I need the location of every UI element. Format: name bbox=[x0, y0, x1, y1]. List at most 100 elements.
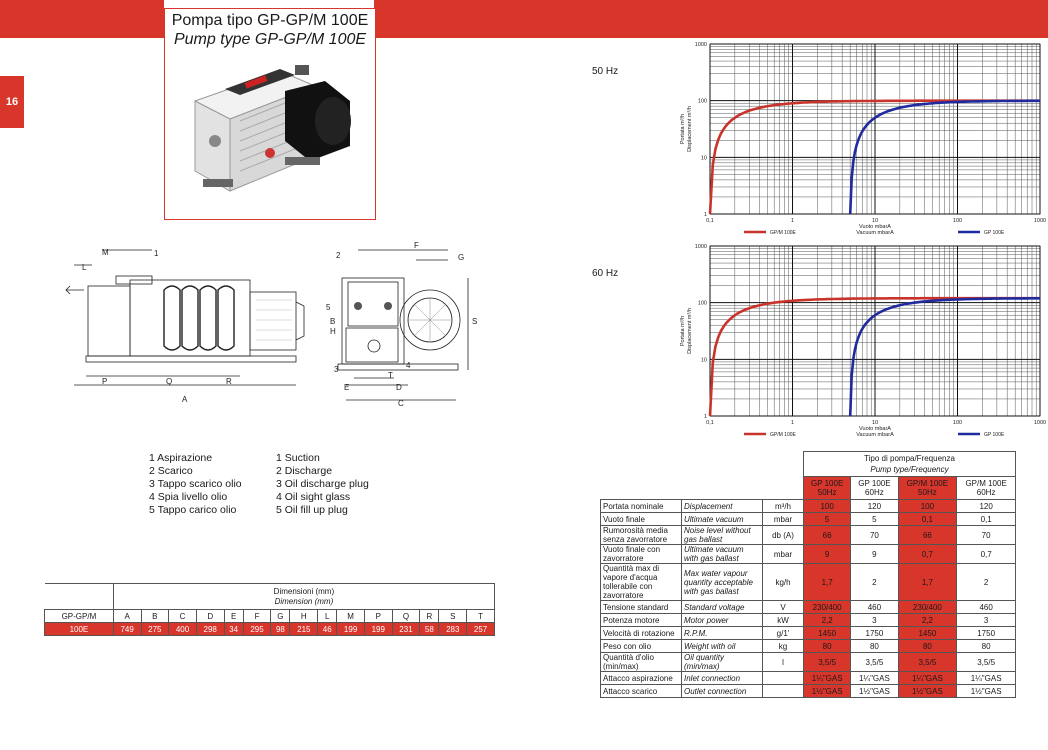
spec-label-it: Velocità di rotazione bbox=[600, 626, 682, 640]
dimension-value: 298 bbox=[195, 622, 225, 636]
dim-label-d: D bbox=[396, 383, 402, 392]
spec-value: 120 bbox=[956, 499, 1016, 513]
dimension-column-q: Q bbox=[391, 609, 421, 623]
label-60hz: 60 Hz bbox=[592, 268, 619, 279]
dim-label-r: R bbox=[226, 377, 232, 386]
legend-item: 2 Scarico bbox=[149, 465, 193, 477]
spec-unit: V bbox=[762, 600, 804, 614]
spec-value: 230/400 bbox=[802, 600, 852, 614]
spec-value: 230/400 bbox=[897, 600, 958, 614]
spec-unit: l bbox=[762, 652, 804, 672]
spec-column-header: GP 100E 60Hz bbox=[850, 476, 899, 500]
spec-label-en: Standard voltage bbox=[681, 600, 763, 614]
spec-value: 2 bbox=[956, 563, 1016, 601]
legend-item: 4 Oil sight glass bbox=[276, 491, 351, 503]
callout-2: 2 bbox=[336, 251, 341, 260]
dimension-value: 749 bbox=[112, 622, 142, 636]
spec-value: 0,1 bbox=[897, 512, 958, 526]
y-tick-label: 10 bbox=[701, 357, 707, 363]
dim-label-b: B bbox=[330, 317, 335, 326]
callout-4: 4 bbox=[406, 361, 411, 370]
dim-label-a: A bbox=[182, 395, 188, 404]
callout-1: 1 bbox=[154, 249, 159, 258]
dimension-column-r: R bbox=[419, 609, 440, 623]
spec-column-header: GP/M 100E 50Hz bbox=[897, 476, 958, 500]
spec-value: 1450 bbox=[897, 626, 958, 640]
legend-item: 5 Tappo carico olio bbox=[149, 504, 237, 516]
legend-item: 3 Oil discharge plug bbox=[276, 478, 369, 490]
x-tick-label: 100 bbox=[953, 420, 962, 426]
title-english: Pump type GP-GP/M 100E bbox=[173, 31, 367, 48]
spec-value: 1750 bbox=[850, 626, 899, 640]
spec-value: 1450 bbox=[802, 626, 852, 640]
x-axis-label: Vuoto mbarA bbox=[859, 426, 891, 432]
y-tick-label: 1 bbox=[704, 212, 707, 218]
spec-value: 80 bbox=[956, 639, 1016, 653]
legend-label: GP 100E bbox=[984, 432, 1005, 438]
spec-column-header: GP/M 100E 60Hz bbox=[956, 476, 1016, 500]
x-axis-label: Vacuum mbarA bbox=[856, 432, 894, 438]
dimension-column-g: G bbox=[270, 609, 291, 623]
spec-value: 0,7 bbox=[897, 544, 958, 564]
spec-label-it: Vuoto finale con zavorratore bbox=[600, 544, 682, 564]
title-italian: Pompa tipo GP-GP/M 100E bbox=[171, 12, 369, 29]
table-row: Quantità max di vapore d'acqua tollerabi… bbox=[600, 563, 1016, 601]
spec-unit: kg/h bbox=[762, 563, 804, 601]
series-line-gp bbox=[848, 99, 1040, 215]
x-tick-label: 10 bbox=[872, 420, 878, 426]
dimensions-title-it: Dimensioni (mm) bbox=[273, 586, 335, 596]
legend-item: 1 Suction bbox=[276, 452, 320, 464]
y-axis-label: Displacement m³/h bbox=[687, 106, 693, 152]
legend-label: GP/M 100E bbox=[770, 432, 797, 438]
spec-label-en: Ultimate vacuum with gas ballast bbox=[681, 544, 763, 564]
header-band-right bbox=[374, 0, 1048, 38]
dim-label-h: H bbox=[330, 327, 336, 336]
dimension-column-a: A bbox=[112, 609, 142, 623]
spec-value: 100 bbox=[802, 499, 852, 513]
dimension-value: 98 bbox=[270, 622, 291, 636]
y-tick-label: 100 bbox=[698, 301, 707, 307]
x-tick-label: 0,1 bbox=[706, 218, 714, 224]
x-tick-label: 1000 bbox=[1034, 420, 1046, 426]
header-band-left bbox=[0, 0, 164, 38]
dim-label-l: L bbox=[82, 263, 87, 272]
spec-value: 1½"GAS bbox=[802, 684, 852, 698]
dim-label-g: G bbox=[458, 253, 464, 262]
dim-label-t: T bbox=[388, 371, 393, 380]
spec-label-en: Displacement bbox=[681, 499, 763, 513]
product-box: Pompa tipo GP-GP/M 100E Pump type GP-GP/… bbox=[164, 8, 376, 220]
dimension-column-c: C bbox=[168, 609, 197, 623]
spec-unit: mbar bbox=[762, 544, 804, 564]
y-tick-label: 1000 bbox=[695, 42, 707, 48]
x-tick-label: 1000 bbox=[1034, 218, 1046, 224]
spec-label-it: Potenza motore bbox=[600, 613, 682, 627]
dimension-value: 215 bbox=[289, 622, 319, 636]
legend-italian: 1 Aspirazione 2 Scarico 3 Tappo scarico … bbox=[149, 452, 242, 517]
x-tick-label: 1 bbox=[791, 420, 794, 426]
spec-value: 3,5/5 bbox=[956, 652, 1016, 672]
callout-5: 5 bbox=[326, 303, 331, 312]
spec-value: 3 bbox=[956, 613, 1016, 627]
spec-value: 3,5/5 bbox=[802, 652, 852, 672]
dim-label-q: Q bbox=[166, 377, 172, 386]
dimension-column-h: H bbox=[289, 609, 319, 623]
model-header: GP-GP/M bbox=[44, 609, 114, 623]
y-tick-label: 100 bbox=[698, 99, 707, 105]
spec-value: 80 bbox=[802, 639, 852, 653]
spec-unit bbox=[762, 684, 804, 698]
spec-label-it: Vuoto finale bbox=[600, 512, 682, 526]
x-axis-label: Vuoto mbarA bbox=[859, 224, 891, 230]
spec-value: 70 bbox=[850, 525, 899, 545]
dimension-value: 199 bbox=[363, 622, 393, 636]
dimensions-title-en: Dimension (mm) bbox=[274, 596, 334, 606]
legend-item: 1 Aspirazione bbox=[149, 452, 213, 464]
spec-unit bbox=[762, 671, 804, 685]
dimension-value: 295 bbox=[242, 622, 272, 636]
legend-english: 1 Suction 2 Discharge 3 Oil discharge pl… bbox=[276, 452, 369, 517]
dimension-column-f: F bbox=[242, 609, 272, 623]
